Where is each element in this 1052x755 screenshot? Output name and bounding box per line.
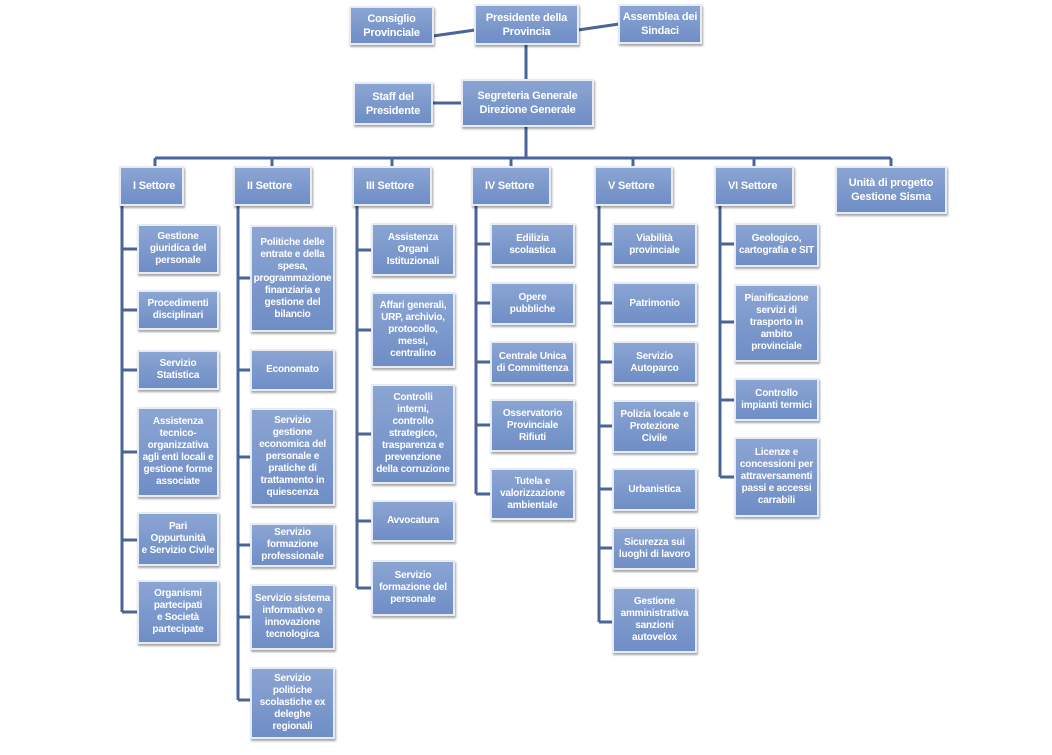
unit-box: Osservatorio Provinciale Rifiuti [490,399,575,452]
unit-box: Assistenza Organi Istituzionali [371,223,455,276]
unit-box: Politiche delle entrate e della spesa, p… [250,225,335,332]
unit-box: Edilizia scolastica [490,223,575,266]
secretariat-box: Segreteria Generale Direzione Generale [461,79,594,127]
unit-box: Opere pubbliche [490,282,575,325]
sector-header-4: IV Settore [471,166,551,206]
unit-box: Economato [250,349,335,391]
sector-header-2: II Settore [233,166,312,206]
unit-box: Geologico, cartografia e SIT [734,223,819,267]
unit-box: Controlli interni, controllo strategico,… [371,384,455,484]
sector-header-3: III Settore [352,166,432,206]
sector-header-1: I Settore [119,166,184,206]
unit-box: Gestione giuridica del personale [137,224,219,274]
project-unit-box: Unità di progetto Gestione Sisma [835,166,947,214]
unit-box: Affari generali, URP, archivio, protocol… [371,292,455,368]
unit-box: Organismi partecipati e Società partecip… [137,580,219,644]
unit-box: Pari Oppurtunità e Servizio Civile [137,512,219,566]
unit-box: Licenze e concessioni per attraversament… [734,437,819,517]
council-box: Consiglio Provinciale [349,6,434,45]
unit-box: Gestione amministrativa sanzioni autovel… [612,587,697,653]
unit-box: Urbanistica [612,468,697,511]
sector-header-5: V Settore [594,166,673,206]
unit-box: Polizia locale e Protezione Civile [612,400,697,453]
unit-box: Avvocatura [371,500,455,542]
unit-box: Servizio Autoparco [612,341,697,384]
sector-header-6: VI Settore [714,166,794,206]
president-box: Presidente della Provincia [474,4,579,45]
assembly-box: Assemblea dei Sindaci [618,4,702,44]
unit-box: Viabilità provinciale [612,223,697,266]
unit-box: Assistenza tecnico- organizzativa agli e… [137,407,219,497]
staff-box: Staff del Presidente [353,82,433,125]
unit-box: Servizio formazione professionale [250,523,335,567]
unit-box: Servizio Statistica [137,350,219,390]
unit-box: Patrimonio [612,282,697,325]
unit-box: Servizio formazione del personale [371,560,455,616]
unit-box: Servizio gestione economica del personal… [250,408,335,506]
unit-box: Procedimenti disciplinari [137,290,219,330]
unit-box: Tutela e valorizzazione ambientale [490,468,575,520]
unit-box: Servizio politiche scolastiche ex delegh… [250,667,335,739]
unit-box: Pianificazione servizi di trasporto in a… [734,284,819,362]
unit-box: Sicurezza sui luoghi di lavoro [612,527,697,570]
unit-box: Centrale Unica di Committenza [490,341,575,384]
unit-box: Controllo impianti termici [734,378,819,421]
unit-box: Servizio sistema informativo e innovazio… [250,584,335,650]
